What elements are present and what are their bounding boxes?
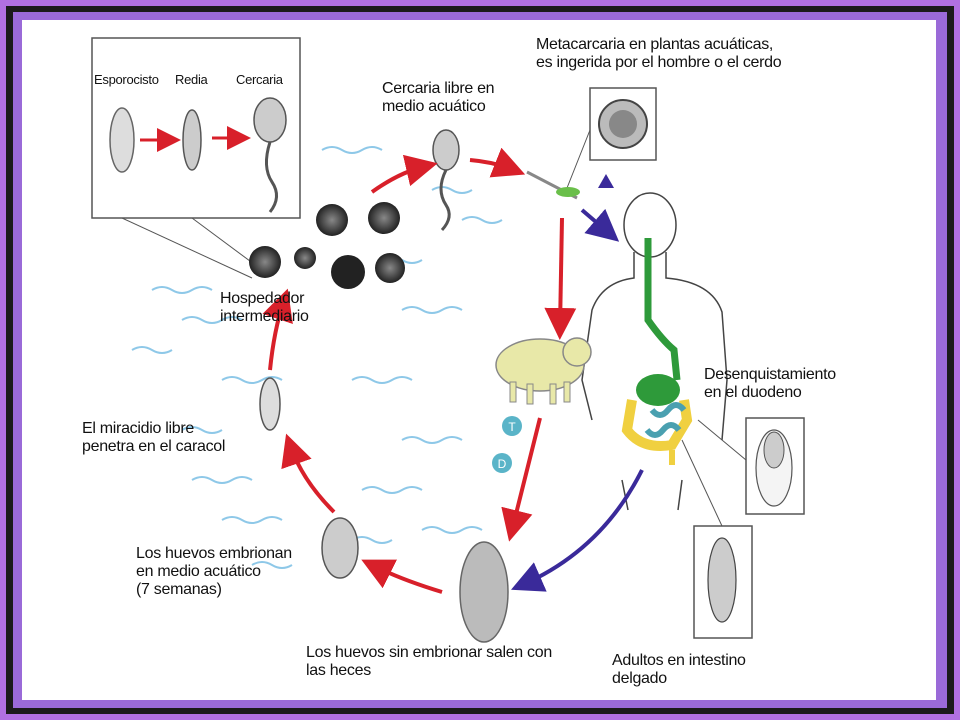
- stage-t-text: T: [508, 420, 516, 434]
- inset-stages: [109, 97, 287, 213]
- intermediate-host-label: Hospedador intermediario: [220, 290, 309, 325]
- host-arrows: [511, 208, 644, 592]
- stage-d-text: D: [498, 457, 507, 471]
- human-body: [581, 192, 728, 511]
- free-cercaria-label: Cercaria libre en medio acuático: [382, 80, 495, 115]
- inset-label-cercaria: Cercaria: [236, 72, 283, 87]
- unembryonated-egg: [459, 541, 509, 643]
- excystation-label: Desenquistamiento en el duodeno: [704, 366, 836, 401]
- inset-label-esporocisto: Esporocisto: [94, 72, 159, 87]
- intestine: [621, 399, 693, 465]
- free-cercaria: [432, 129, 460, 232]
- snails: [249, 202, 405, 289]
- embryonated-egg: [321, 517, 359, 579]
- stage-d-badge: [492, 453, 512, 473]
- adults-label: Adultos en intestino delgado: [612, 652, 746, 687]
- unembryonated-eggs-label: Los huevos sin embrionar salen con las h…: [306, 644, 552, 679]
- metacercaria-label: Metacarcaria en plantas acuáticas, es in…: [536, 36, 782, 71]
- lifecycle-diagram: T D Esporocisto Redia Cercaria Metacarca…: [22, 20, 936, 700]
- cycle-arrows: [262, 147, 577, 594]
- stage-t-badge: [502, 416, 522, 436]
- miracidium-label: El miracidio libre penetra en el caracol: [82, 420, 226, 455]
- diagram-graphics: T D: [91, 37, 805, 643]
- miracidium: [259, 377, 281, 431]
- inset-label-redia: Redia: [175, 72, 208, 87]
- pig: [495, 337, 592, 405]
- embryonation-label: Los huevos embrionan en medio acuático (…: [136, 545, 292, 598]
